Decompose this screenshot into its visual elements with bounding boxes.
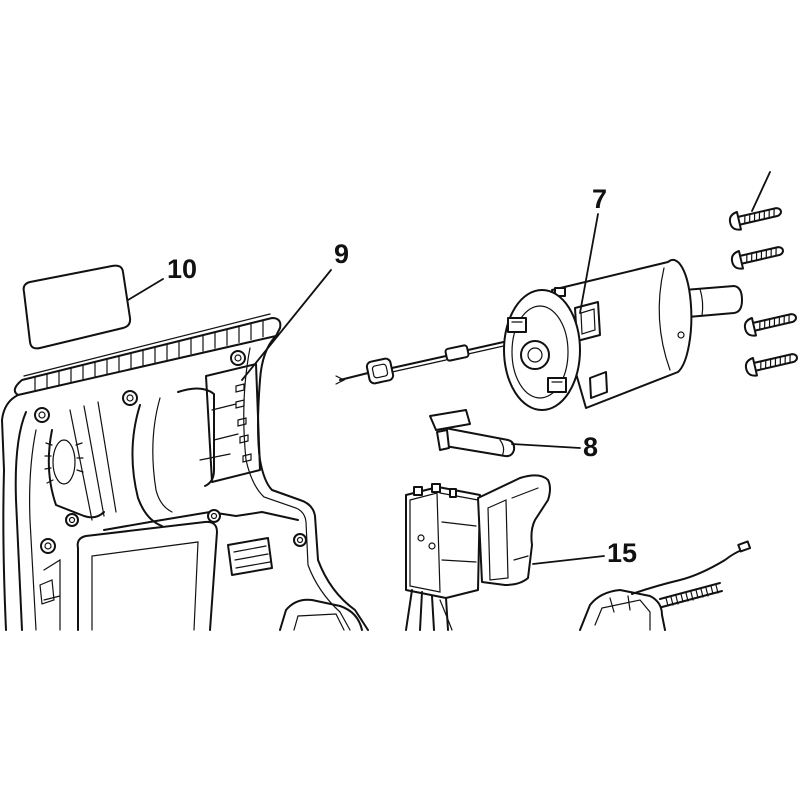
- trigger-face: [487, 499, 509, 581]
- part-9-housing: [1, 313, 369, 631]
- part-8-bracket: [429, 409, 471, 431]
- switch-wires: [405, 589, 449, 631]
- housing-screw-bosses: [34, 350, 307, 554]
- housing-gear: [52, 439, 76, 485]
- bottom-right-component: [579, 589, 666, 631]
- motor-body: [551, 258, 693, 409]
- switch-terminal: [413, 486, 423, 496]
- part-8-tab: [436, 429, 450, 451]
- motor-brush-holder: [507, 317, 527, 333]
- motor-vent-hole: [677, 331, 685, 339]
- spring: [659, 582, 723, 608]
- callout-8-label: 8: [583, 432, 598, 462]
- motor-side-slot-2: [589, 371, 608, 399]
- housing-battery-rail: [43, 558, 61, 631]
- motor-commutator: [520, 340, 550, 370]
- motor-wire-lead: [335, 340, 509, 385]
- callout-15-leader: [532, 555, 605, 565]
- part-7-motor: [503, 258, 743, 411]
- wire-sleeve: [444, 344, 470, 362]
- callout-10-leader: [127, 278, 164, 301]
- screws-leader: [751, 171, 771, 212]
- housing-grip-ribs: [34, 319, 264, 392]
- housing-handle-inner-1: [14, 411, 27, 631]
- part-10-label-sticker: [22, 264, 132, 350]
- screw: [743, 313, 797, 337]
- housing-right-wall: [257, 335, 369, 631]
- motor-shaft: [683, 285, 743, 318]
- housing-inner-wall-1: [131, 404, 163, 527]
- trigger: [477, 474, 551, 586]
- switch-terminal: [431, 483, 441, 493]
- housing-inner-wall-2: [152, 397, 173, 513]
- wire-terminal: [737, 540, 752, 553]
- housing-left-ribs: [69, 401, 117, 521]
- housing-grip-teeth-line: [23, 313, 271, 377]
- housing-battery-receptacle: [76, 520, 218, 631]
- callout-10-label: 10: [167, 254, 197, 284]
- switch-terminal: [449, 488, 457, 498]
- motor-rear-edge: [658, 267, 671, 371]
- housing-bottom-edge: [103, 511, 299, 531]
- motor-brush-holder: [547, 377, 567, 393]
- housing-cradle-lines: [199, 403, 239, 461]
- callout-7-label: 7: [592, 184, 607, 214]
- callout-8-leader: [511, 443, 581, 449]
- part-8-component: [429, 409, 516, 458]
- housing-switch-pocket: [227, 537, 273, 576]
- housing-left-bracket: [39, 579, 55, 605]
- motor-end-cap-ring: [511, 305, 569, 399]
- wire-with-terminal: [631, 540, 752, 595]
- housing-switch-pocket-lines: [233, 545, 271, 569]
- switch-module: [405, 486, 481, 599]
- housing-lower-part-inner: [293, 613, 345, 631]
- screw: [730, 246, 784, 270]
- callout-9-label: 9: [334, 239, 349, 269]
- part-15-trigger-switch: [405, 474, 551, 631]
- housing-handle-outline: [1, 394, 19, 631]
- housing-handle-inner-2: [29, 429, 37, 631]
- housing-grip-band: [13, 317, 282, 396]
- switch-module-face: [409, 492, 441, 593]
- housing-inner-wall-3: [177, 387, 215, 487]
- screw: [744, 353, 798, 377]
- housing-motor-cradle: [205, 363, 261, 483]
- housing-lower-part: [279, 598, 363, 631]
- callout-9-leader: [241, 269, 332, 381]
- screw: [728, 207, 782, 231]
- callout-15-label: 15: [607, 538, 637, 568]
- callout-7-leader: [579, 213, 599, 314]
- wire-clip: [365, 357, 395, 385]
- motor-shaft-collar: [699, 288, 704, 317]
- housing-gear-cavity: [47, 429, 105, 519]
- housing-gear-teeth: [44, 442, 84, 484]
- housing-cradle-tabs: [235, 383, 252, 463]
- housing-right-wall-inner: [243, 347, 351, 631]
- housing-battery-receptacle-inner: [91, 541, 199, 631]
